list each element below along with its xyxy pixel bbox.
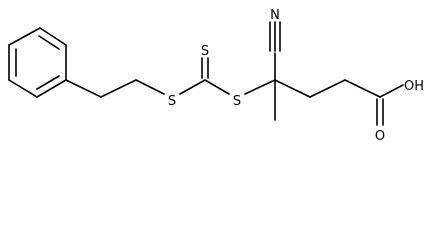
nitrile-nitrogen-label: N (270, 8, 280, 23)
ring-bond (36, 79, 67, 98)
thioether-sulfur-left-label: S (168, 94, 176, 109)
carbonyl-oxygen-label: O (375, 129, 385, 144)
chemical-structure: N S S S OH O (8, 8, 424, 144)
chain-bond (309, 79, 346, 98)
chain-bond (344, 79, 381, 98)
sulfur-to-quaternary-carbon-bond (244, 79, 276, 95)
thioether-sulfur-right-label: S (233, 94, 241, 109)
chain-bond (274, 79, 311, 98)
carbon-to-sulfur-bond (204, 79, 230, 95)
acid-hydroxyl-label: OH (404, 79, 424, 94)
ring-double-bond (38, 35, 60, 50)
ethyl-bond (65, 79, 102, 98)
ring-bond (8, 27, 41, 46)
benzene-ring (8, 27, 67, 98)
thione-sulfur-label: S (201, 44, 209, 59)
sulfur-to-carbon-bond (179, 79, 206, 95)
ethyl-to-sulfur-bond (135, 79, 165, 95)
ethyl-bond (100, 79, 137, 98)
ring-bond (8, 79, 38, 98)
ring-bond (39, 27, 67, 46)
hydroxyl-bond (379, 84, 404, 98)
ring-double-bond (36, 75, 60, 90)
